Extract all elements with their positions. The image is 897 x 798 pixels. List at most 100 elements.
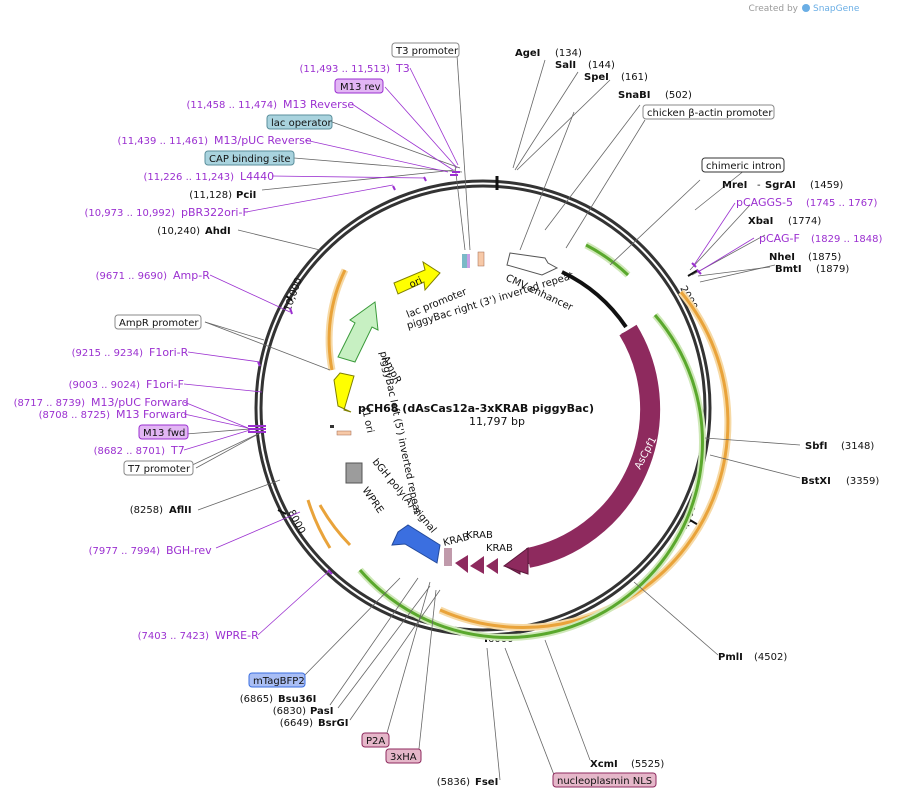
enzyme-sali: SalI	[555, 60, 576, 71]
ampr-feature[interactable]	[337, 301, 379, 363]
enzyme-aflii-pos: (8258)	[130, 505, 163, 516]
enzyme-crei: MreI	[722, 180, 747, 191]
chicken-actin-promoter-label: chicken β-actin promoter	[647, 108, 773, 119]
f1-ori-label: f1 ori	[359, 406, 375, 434]
wpre-feature[interactable]	[345, 462, 363, 484]
plasmid-name: pCH68 (dAsCas12a-3xKRAB piggyBac)	[358, 402, 594, 415]
boxed-labels: T3 promoter M13 rev lac operator CAP bin…	[114, 42, 785, 788]
green-arcs	[357, 241, 706, 641]
tick-label-8000: 8000	[285, 508, 307, 536]
chimeric-intron-label: chimeric intron	[706, 161, 781, 172]
mtagbfp2-feature[interactable]	[391, 524, 441, 564]
enzyme-pmli: PmlI	[718, 652, 743, 663]
ascpf1-feature[interactable]: AsCpf1	[502, 324, 661, 575]
3xha-label: 3xHA	[390, 752, 417, 763]
ampr-promoter-label: AmpR promoter	[119, 318, 199, 329]
enzyme-labels-left: PciI (11,128) AhdI (10,240) AflII (8258)…	[130, 190, 499, 788]
primer-f1ori-f-name: F1ori-F	[146, 378, 184, 391]
primer-pbr322-name: pBR322ori-F	[181, 206, 249, 219]
credit-text: Created by	[748, 4, 798, 14]
p2a-label: P2A	[366, 736, 385, 747]
enzyme-sali-pos: (144)	[588, 60, 615, 71]
enzyme-pcii-pos: (11,128)	[189, 190, 232, 201]
primer-t3-name: T3	[395, 62, 410, 75]
enzyme-pasi: PasI	[310, 706, 333, 717]
f1-ori-feature[interactable]	[333, 372, 355, 413]
enzyme-bstxi-pos: (3359)	[846, 476, 879, 487]
primer-wpre-r-name: WPRE-R	[215, 629, 259, 642]
m13-fwd-label: M13 fwd	[143, 428, 185, 439]
primer-pbr322-pos: (10,973 .. 10,992)	[85, 208, 176, 219]
primer-bgh-rev-pos: (7977 .. 7994)	[89, 546, 161, 557]
primer-m13-forward-name: M13 Forward	[116, 408, 187, 421]
enzyme-sgrai: SgrAI	[765, 180, 796, 191]
primer-f1ori-f-pos: (9003 .. 9024)	[69, 380, 141, 391]
enzyme-snabi: SnaBI	[618, 90, 650, 101]
enzyme-pasi-pos: (6830)	[273, 706, 306, 717]
mtagbfp2-label: mTagBFP2	[253, 676, 305, 687]
enzyme-fsei-pos: (5836)	[437, 777, 470, 788]
primer-m13puc-reverse-pos: (11,439 .. 11,461)	[118, 136, 209, 147]
t3-promoter-label: T3 promoter	[395, 46, 459, 57]
krab-features[interactable]: KRAB KRAB KRAB	[442, 530, 513, 574]
krab-label-3: KRAB	[442, 532, 471, 549]
enzyme-bmti-pos: (1879)	[816, 264, 849, 275]
cmv-enhancer-feature[interactable]	[506, 252, 559, 276]
enzyme-nhei: NheI	[769, 252, 795, 263]
enzyme-ahdi-pos: (10,240)	[157, 226, 200, 237]
primer-t7-pos: (8682 .. 8701)	[94, 446, 166, 457]
m13-rev-label: M13 rev	[340, 82, 381, 93]
primer-wpre-r-pos: (7403 .. 7423)	[138, 631, 210, 642]
enzyme-xcmi-pos: (5525)	[631, 759, 664, 770]
enzyme-fsei: FseI	[475, 777, 498, 788]
enzyme-agei-pos: (134)	[555, 48, 582, 59]
orange-arcs	[306, 268, 732, 631]
primer-t7-name: T7	[170, 444, 185, 457]
krab-label-2: KRAB	[486, 543, 513, 554]
primer-m13puc-forward-name: M13/pUC Forward	[91, 396, 189, 409]
plasmid-length: 11,797 bp	[469, 415, 525, 428]
primer-pcaggs-pos: (1745 .. 1767)	[806, 198, 878, 209]
primer-pcag-f-name: pCAG-F	[759, 232, 800, 245]
enzyme-bstxi: BstXI	[801, 476, 831, 487]
enzyme-sbfi-pos: (3148)	[841, 441, 874, 452]
enzyme-spei: SpeI	[584, 72, 609, 83]
primer-pcaggs-name: pCAGGS-5	[736, 196, 793, 209]
enzyme-pmli-pos: (4502)	[754, 652, 787, 663]
lac-region-features	[462, 251, 485, 268]
enzyme-xbai-pos: (1774)	[788, 216, 821, 227]
primer-amp-r-pos: (9671 .. 9690)	[96, 271, 168, 282]
enzyme-bsu36i: Bsu36I	[278, 694, 316, 705]
brand-text: SnapGene	[813, 4, 860, 14]
chicken-actin-promoter-arc	[561, 270, 628, 329]
enzyme-ahdi: AhdI	[205, 226, 231, 237]
enzyme-agei: AgeI	[515, 48, 540, 59]
primer-m13puc-forward-pos: (8717 .. 8739)	[14, 398, 86, 409]
nucleoplasmin-nls-label: nucleoplasmin NLS	[557, 776, 652, 787]
enzyme-xcmi: XcmI	[590, 759, 618, 770]
enzyme-bmti: BmtI	[775, 264, 802, 275]
wpre-label: WPRE	[360, 485, 386, 515]
primer-t3-pos: (11,493 .. 11,513)	[300, 64, 391, 75]
primer-pcag-f-pos: (1829 .. 1848)	[811, 234, 883, 245]
enzyme-sgrai-pos: (1459)	[810, 180, 843, 191]
primer-labels: (11,493 .. 11,513) T3 (11,458 .. 11,474)…	[14, 62, 883, 642]
primer-l4440-name: L4440	[240, 170, 274, 183]
enzyme-xbai: XbaI	[748, 216, 773, 227]
enzyme-nhei-pos: (1875)	[808, 252, 841, 263]
snapgene-logo-icon	[802, 4, 810, 12]
primer-f1ori-r-pos: (9215 .. 9234)	[72, 348, 144, 359]
ori-label: ori	[408, 275, 424, 290]
enzyme-labels-right: AgeI (134) SalI (144) SpeI (161) SnaBI (…	[515, 48, 879, 770]
enzyme-spei-pos: (161)	[621, 72, 648, 83]
primer-f1ori-r-name: F1ori-R	[149, 346, 189, 359]
enzyme-bsrgi-pos: (6649)	[280, 718, 313, 729]
primer-m13-reverse-pos: (11,458 .. 11,474)	[187, 100, 278, 111]
lac-operator-label: lac operator	[271, 118, 332, 129]
primer-amp-r-name: Amp-R	[173, 269, 210, 282]
ori-feature[interactable]: ori	[393, 260, 441, 295]
primer-m13-forward-pos: (8708 .. 8725)	[39, 410, 111, 421]
primer-ticks	[248, 171, 702, 575]
krab-label-1: KRAB	[466, 530, 493, 541]
